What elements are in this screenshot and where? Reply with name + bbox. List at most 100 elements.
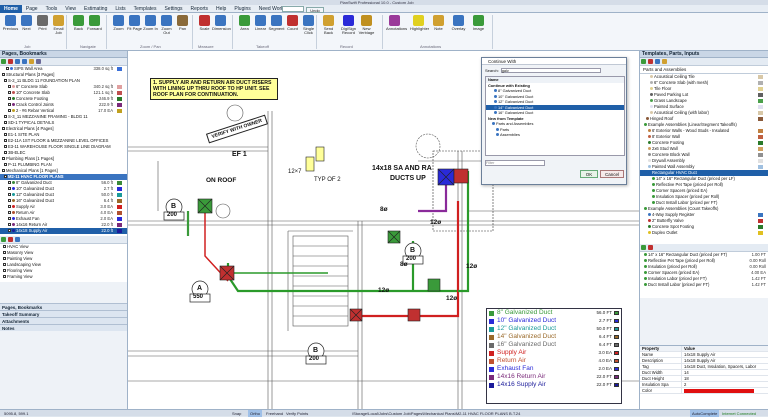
- page-tree-row[interactable]: SD-1 TYPICAL DETAILS: [0, 120, 127, 126]
- undo-button[interactable]: Undo: [306, 7, 324, 13]
- page-tree-row[interactable]: Mechanical Plans [1 Pages]: [0, 168, 127, 174]
- template-row[interactable]: Painted Wall Assembly: [640, 164, 768, 170]
- pan-button[interactable]: Pan: [174, 15, 191, 31]
- send-back-button[interactable]: Send Back: [320, 15, 337, 35]
- template-row[interactable]: Concrete Footing: [640, 140, 768, 146]
- delete-icon[interactable]: [8, 59, 13, 64]
- tab-settings[interactable]: Settings: [164, 6, 183, 12]
- folder-icon[interactable]: [29, 59, 34, 64]
- template-row[interactable]: Reflective Pet Tape (priced per Roll): [640, 182, 768, 188]
- template-row[interactable]: Acoustical Ceiling (with labor): [640, 110, 768, 116]
- page-tree-row[interactable]: E3-11 WAREHOUSE FLOOR SINGLE LINE DIAGRA…: [0, 144, 127, 150]
- template-dropdown[interactable]: Parts and Assemblies: [640, 66, 768, 74]
- checkbox[interactable]: [4, 133, 7, 137]
- autocomplete-toggle[interactable]: AutoComplete: [690, 410, 720, 417]
- add-part-icon[interactable]: [641, 245, 646, 250]
- checkbox[interactable]: [8, 193, 11, 197]
- template-row[interactable]: Insulation Spacer (priced per Roll): [640, 194, 768, 200]
- checkbox[interactable]: [3, 251, 6, 255]
- up-icon[interactable]: [15, 59, 20, 64]
- part-row[interactable]: Duct Install Labor (priced per FT)1.42 F…: [640, 282, 768, 288]
- filter-input[interactable]: Filter: [485, 160, 545, 166]
- fit-page-button[interactable]: Fit Page: [126, 15, 143, 31]
- page-tree-row[interactable]: Plumbing Plans [1 Pages]: [0, 156, 127, 162]
- checkbox[interactable]: [8, 205, 11, 209]
- page-tree-row[interactable]: P-11 PLUMBING PLAN: [0, 162, 127, 168]
- section-header[interactable]: Attachments: [0, 317, 127, 324]
- tab-help[interactable]: Help: [216, 6, 227, 12]
- back-button[interactable]: Back: [70, 15, 87, 31]
- view-row[interactable]: Masonry View: [0, 250, 127, 256]
- filter-icon[interactable]: [36, 59, 41, 64]
- page-tree-row[interactable]: E2-11A 1ST FLOOR & MEZZANINE LEVEL OFFIC…: [0, 138, 127, 144]
- dialog-tree-row[interactable]: 12" Galvanized Duct: [486, 99, 624, 105]
- checkbox[interactable]: [3, 275, 6, 279]
- verify-points-toggle[interactable]: Verify Points: [286, 411, 309, 416]
- checkbox[interactable]: [4, 79, 7, 83]
- checkbox[interactable]: [6, 67, 9, 71]
- zoom-out-button[interactable]: Zoom Out: [158, 15, 175, 35]
- delete-view-icon[interactable]: [8, 237, 13, 242]
- print-button[interactable]: Print: [34, 15, 51, 31]
- single-click-button[interactable]: Single Click: [300, 15, 317, 35]
- template-row[interactable]: Example Assemblies (Count Takeoffs): [640, 206, 768, 212]
- highlighter-button[interactable]: Highlighter: [410, 15, 429, 31]
- page-tree-row[interactable]: S-2_11 BLDG 11 FOUNDATION PLAN: [0, 78, 127, 84]
- template-row[interactable]: Corner Spacers (priced EA): [640, 188, 768, 194]
- view-row[interactable]: Painting View: [0, 256, 127, 262]
- new-verbiage-button[interactable]: New Verbiage: [358, 15, 375, 35]
- overlay-button[interactable]: Overlay: [450, 15, 467, 31]
- template-row[interactable]: Paved Parking Lot: [640, 92, 768, 98]
- add-icon[interactable]: [1, 59, 6, 64]
- page-tree-row[interactable]: S-3_11 MEZZANINE FRAMING - BLDG 11: [0, 114, 127, 120]
- dialog-tree-row[interactable]: 16" Galvanized Duct: [486, 110, 624, 116]
- search-input[interactable]: galv: [500, 68, 601, 74]
- folder-icon[interactable]: [662, 59, 667, 64]
- property-row[interactable]: Color: [640, 388, 768, 394]
- template-row[interactable]: Drywall Assembly: [640, 158, 768, 164]
- checkbox[interactable]: [8, 181, 11, 185]
- part-row[interactable]: Insulation (priced per Roll)0.00 Roll: [640, 264, 768, 270]
- checkbox[interactable]: [8, 211, 11, 215]
- checkbox[interactable]: [8, 97, 11, 101]
- template-row[interactable]: 4-Way Supply Register: [640, 212, 768, 218]
- plan-canvas[interactable]: 1. SUPPLY AIR AND RETURN AIR DUCT RISERS…: [128, 51, 639, 409]
- delete-part-icon[interactable]: [648, 245, 653, 250]
- zoom-in-button[interactable]: Zoom In: [142, 15, 159, 31]
- down-icon[interactable]: [22, 59, 27, 64]
- template-row[interactable]: Example Assemblies (Linear/Segment Takeo…: [640, 122, 768, 128]
- template-row[interactable]: 14" x 16" Rectangular Duct (priced per L…: [640, 176, 768, 182]
- dimension-button[interactable]: Dimension: [212, 15, 231, 31]
- segment-button[interactable]: Segment: [268, 15, 285, 31]
- dialog-tree-row[interactable]: Parts: [486, 127, 624, 133]
- template-row[interactable]: Hinged Roof: [640, 116, 768, 122]
- view-row[interactable]: Framing View: [0, 274, 127, 280]
- section-header[interactable]: Notes: [0, 324, 127, 331]
- checkbox[interactable]: [8, 103, 11, 107]
- continue-with-dialog[interactable]: Continue With Search:galv Name Continue …: [481, 57, 627, 185]
- checkbox[interactable]: [4, 175, 7, 179]
- ortho-toggle[interactable]: Ortho: [248, 410, 263, 417]
